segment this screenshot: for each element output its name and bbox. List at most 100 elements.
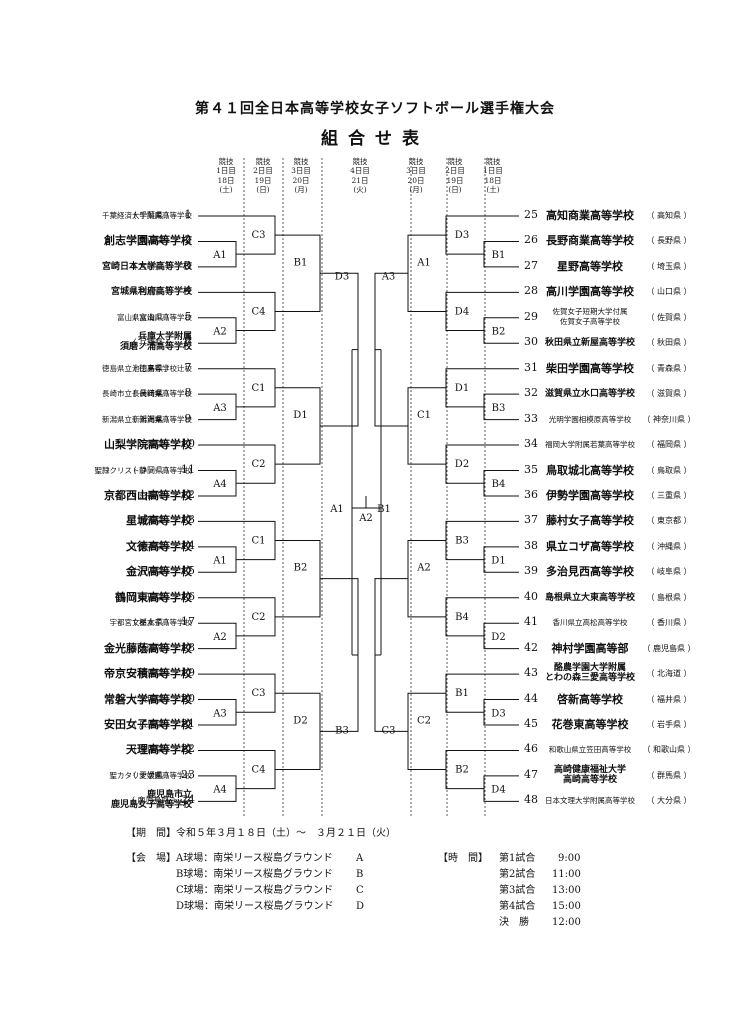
team-number: 4: [184, 284, 192, 298]
second-round-label: C1: [251, 383, 265, 394]
third-round-line: [275, 692, 321, 771]
team-name: 福岡大学附属若葉高等学校: [545, 440, 635, 450]
team-number: 25: [524, 208, 538, 221]
team-prefecture: （ 山口県 ）: [646, 287, 692, 297]
team-prefecture: （ 富山県 ）: [128, 312, 174, 322]
time-value-1: 9:00: [558, 853, 581, 864]
team-prefecture: （ 北海道 ）: [646, 669, 692, 679]
team-number: 29: [524, 309, 538, 323]
team-prefecture: （ 千葉県 ）: [128, 211, 174, 220]
team-name: 天理高等学校: [126, 743, 192, 757]
team-name: 千葉経済大学附属高等学校: [102, 211, 192, 220]
time-game-final: 決 勝: [499, 917, 529, 928]
team-prefecture: （ 奈良県 ）: [128, 745, 174, 755]
second-round-label: C4: [251, 306, 265, 317]
team-name: 秋田県立新屋高等学校: [545, 338, 636, 349]
team-name: 富山県立滑川高等学校: [117, 312, 192, 322]
team-number: 44: [524, 691, 538, 705]
team-prefecture: （ 岩手県 ）: [646, 720, 692, 729]
team-number: 45: [524, 717, 538, 730]
team-prefecture: （ 長野県 ）: [646, 236, 692, 246]
quarterfinal-label: D3: [335, 271, 349, 282]
team-name: 日本文理大学附属高等学校: [545, 796, 635, 806]
second-round-label: D4: [455, 306, 469, 317]
team-name: 帝京安積高等学校: [104, 667, 192, 681]
first-round-label: A1: [212, 250, 227, 261]
team-name: 鹿児島市立 鹿児島女子高等学校: [110, 790, 192, 811]
team-name: 創志学園高等学校: [104, 234, 192, 248]
team-number: 17: [181, 615, 195, 629]
third-round-line: [275, 539, 321, 618]
team-prefecture: （ 沖縄県 ）: [646, 541, 692, 551]
first-round-label: A2: [212, 327, 227, 338]
venue-c-code: C: [356, 885, 364, 896]
time-game-2: 第2試合: [499, 869, 536, 880]
team-prefecture: （ 島根県 ）: [646, 592, 692, 602]
team-prefecture: （ 埼玉県 ）: [646, 261, 692, 271]
team-prefecture: （ 鹿児島県 ）: [127, 796, 181, 806]
third-round-line: [407, 539, 446, 618]
team-name: 宮城県利府高等学校: [110, 287, 192, 298]
team-name: 聖カタリナ学園高等学校: [109, 770, 193, 780]
second-round-label: B4: [455, 612, 469, 623]
first-round-label: D2: [491, 632, 505, 643]
team-prefecture: （ 京都府 ）: [128, 490, 174, 500]
team-name: 和歌山県立笠田高等学校: [548, 745, 632, 755]
team-number: 47: [524, 767, 538, 781]
team-name: 京都西山高等学校: [104, 488, 192, 502]
team-number: 23: [181, 767, 195, 781]
team-number: 21: [181, 717, 195, 730]
team-prefecture: （ 徳島県 ）: [128, 363, 174, 373]
second-round-label: C4: [251, 765, 265, 776]
time-value-4: 15:00: [552, 901, 581, 912]
team-prefecture: （ 福井県 ）: [646, 694, 692, 704]
team-name: 文徳高等学校: [126, 539, 192, 553]
team-number: 15: [181, 564, 195, 578]
team-name: 高川学園高等学校: [546, 285, 634, 299]
team-name: 徳島県立池田高等学校辻校: [102, 363, 192, 373]
venue-d-code: D: [356, 901, 365, 912]
third-round-line: [407, 692, 446, 771]
period-label: 【期 間】: [126, 828, 176, 839]
team-number: 33: [524, 411, 538, 425]
second-round-label: C3: [251, 688, 265, 699]
team-name: 滋賀県立水口高等学校: [545, 389, 636, 400]
team-number: 13: [181, 513, 195, 527]
team-number: 8: [184, 386, 192, 400]
team-prefecture: （ 群馬県 ）: [646, 770, 692, 780]
team-number: 38: [524, 538, 538, 552]
team-name: 鳥取城北高等学校: [546, 463, 634, 477]
team-number: 35: [524, 462, 538, 476]
team-prefecture: （ 宮城県 ）: [128, 287, 174, 297]
team-number: 22: [181, 742, 195, 756]
team-number: 27: [524, 258, 538, 272]
team-prefecture: （ 滋賀県 ）: [646, 389, 692, 399]
venue-b-code: B: [356, 869, 364, 880]
period-row: 【期 間】令和５年３月１８日（土）～ ３月２１日（火）: [126, 827, 396, 840]
team-name: 花巻東高等学校: [551, 718, 629, 731]
team-prefecture: （ 佐賀県 ）: [646, 312, 692, 322]
team-number: 40: [524, 589, 538, 603]
first-round-label: B4: [492, 479, 506, 490]
team-number: 41: [524, 615, 538, 629]
team-number: 20: [181, 691, 195, 705]
team-name: 兵庫大学附属 須磨ノ浦高等学校: [119, 332, 192, 353]
first-round-label: B2: [492, 327, 506, 338]
team-number: 48: [524, 793, 538, 807]
team-prefecture: （ 鳥取県 ）: [646, 465, 692, 475]
team-name: 星野高等学校: [557, 259, 623, 273]
team-name: 鶴岡東高等学校: [115, 590, 192, 604]
venue-b: B球場：南栄リース桜島グラウンド: [176, 869, 333, 880]
team-number: 37: [524, 513, 538, 527]
venue-d: D球場：南栄リース桜島グラウンド: [176, 901, 334, 912]
quarterfinal-label: B3: [335, 725, 349, 736]
team-number: 43: [524, 666, 538, 680]
team-number: 34: [524, 437, 538, 451]
team-number: 28: [524, 284, 538, 298]
first-round-label: D3: [491, 708, 505, 719]
team-prefecture: （ 高知県 ）: [646, 211, 692, 220]
team-name: 県立コザ高等学校: [546, 539, 634, 553]
quarterfinal-label: A3: [381, 271, 396, 282]
